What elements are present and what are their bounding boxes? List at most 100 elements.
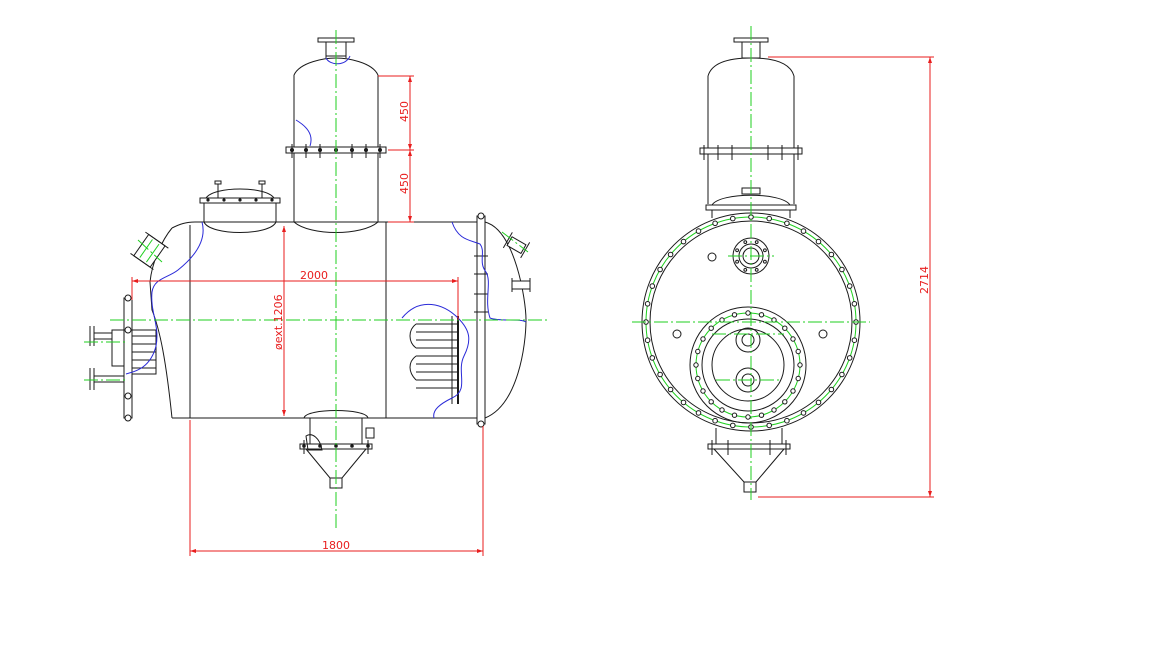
bolt-hole	[797, 362, 803, 368]
end-port-right	[818, 329, 828, 339]
bolt-hole	[695, 375, 701, 382]
bolt-hole	[758, 412, 765, 418]
end-port-left	[672, 329, 682, 339]
bolt-hole	[649, 283, 656, 289]
bolt-hole	[846, 355, 853, 361]
bolt-hole	[828, 251, 835, 258]
sightglass-centerline	[137, 239, 163, 263]
bolt-hole	[839, 266, 845, 273]
end-lower-flange-core	[711, 328, 785, 402]
dim-length-2000: 2000	[300, 269, 328, 282]
bolt-hole	[680, 238, 687, 245]
bolt-hole	[644, 301, 651, 307]
right-flange-top-bolt	[477, 212, 485, 220]
right-mid-nozzle	[511, 278, 531, 292]
end-view-dimensions: 2714	[758, 56, 934, 498]
end-port-left-upper	[707, 252, 717, 262]
bottom-sump	[299, 410, 375, 489]
dim-diameter: øext.1206	[272, 294, 285, 350]
dim-height-2714: 2714	[918, 266, 931, 294]
bolt-hole	[795, 375, 801, 382]
bolt-hole	[782, 399, 788, 405]
bolt-hole	[693, 362, 699, 368]
bolt-hole	[700, 336, 706, 342]
bolt-hole	[712, 417, 718, 424]
right-flange-bottom-bolt	[477, 420, 485, 428]
bolt-hole	[800, 228, 807, 234]
end-lower-nozzle-1	[735, 327, 761, 353]
bolt-hole	[745, 414, 751, 420]
right-upper-nozzle	[502, 232, 531, 259]
bolt-hole	[763, 259, 767, 264]
end-top-nozzle-bolts	[735, 240, 767, 272]
end-lower-flange-bolts	[693, 310, 803, 420]
end-flange-bolts	[643, 214, 859, 430]
bolt-hole	[657, 371, 663, 378]
bolt-hole	[851, 301, 858, 307]
break-line-left	[125, 221, 204, 375]
bolt-hole	[695, 348, 701, 355]
side-view	[84, 30, 550, 530]
bolt-hole	[828, 386, 835, 393]
bolt-hole	[766, 422, 773, 429]
bolt-hole	[730, 215, 736, 222]
bolt-hole	[790, 336, 796, 342]
bolt-hole	[782, 325, 788, 331]
bolt-hole	[784, 220, 790, 227]
tube-bundle	[409, 316, 459, 404]
end-bottom-sump	[707, 428, 791, 493]
bolt-hole	[700, 388, 706, 394]
right-flange	[476, 215, 486, 425]
bolt-hole	[851, 337, 858, 344]
dim-upper-450: 450	[398, 101, 411, 122]
bolt-hole	[815, 399, 822, 406]
break-line-top-nozzle	[325, 55, 351, 65]
bolt-hole	[743, 268, 748, 272]
bolt-hole	[708, 325, 714, 331]
bolt-hole	[695, 228, 702, 234]
bolt-hole	[731, 312, 738, 318]
bolt-hole	[649, 355, 656, 361]
bolt-hole	[800, 410, 807, 416]
bolt-hole	[839, 371, 845, 378]
bolt-hole	[735, 248, 739, 253]
bolt-hole	[815, 238, 822, 245]
shell-top-line	[171, 221, 480, 229]
break-line-right	[401, 303, 470, 419]
bolt-hole	[846, 283, 853, 289]
bolt-hole	[657, 266, 663, 273]
break-line-column	[295, 119, 312, 147]
bolt-hole	[695, 410, 702, 416]
left-nozzles	[89, 231, 169, 422]
bolt-hole	[731, 412, 738, 418]
bolt-hole	[763, 248, 767, 253]
bolt-hole	[735, 259, 739, 264]
right-nozzle-centerline	[501, 231, 529, 253]
bolt-hole	[745, 310, 751, 316]
break-line-right-top	[451, 221, 527, 323]
dim-lower-450: 450	[398, 173, 411, 194]
bolt-hole	[766, 215, 773, 222]
bolt-hole	[712, 220, 718, 227]
end-view	[632, 26, 870, 500]
bolt-hole	[667, 251, 674, 258]
bolt-hole	[719, 407, 725, 413]
bolt-hole	[644, 337, 651, 344]
bolt-hole	[743, 240, 748, 245]
bolt-hole	[754, 240, 759, 245]
end-lower-flange-inner	[701, 318, 795, 412]
bolt-hole	[680, 399, 687, 406]
top-manhole	[199, 180, 281, 233]
bolt-hole	[790, 388, 796, 394]
bolt-hole	[784, 417, 790, 424]
bolt-hole	[758, 312, 765, 318]
bolt-hole	[708, 399, 714, 405]
bolt-hole	[667, 386, 674, 393]
end-lower-flange-outer	[689, 306, 807, 424]
side-view-dimensions: 2000 øext.1206 1800 450 450	[131, 75, 484, 556]
bolt-hole	[730, 422, 736, 429]
end-lower-nozzle-1-bore	[741, 333, 755, 347]
bolt-hole	[771, 407, 777, 413]
